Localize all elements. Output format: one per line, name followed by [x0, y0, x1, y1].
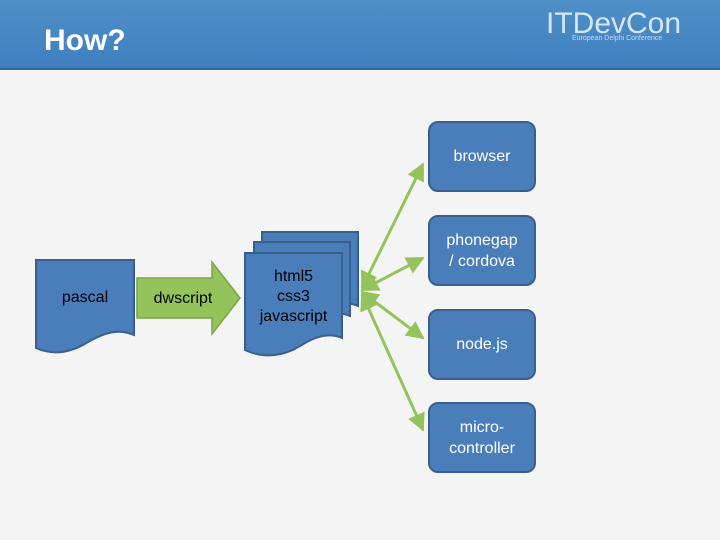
- dwscript-arrow-shape: [136, 259, 241, 337]
- target-nodejs: node.js: [428, 309, 536, 380]
- target-browser-label: browser: [453, 148, 511, 165]
- dwscript-label: dwscript: [153, 290, 213, 307]
- target-nodejs-label: node.js: [456, 336, 508, 353]
- arrow-to-microcontroller: [360, 292, 425, 432]
- target-phonegap-line-1: phonegap: [446, 231, 518, 249]
- itdevcon-logo: ITDevCon European Delphi Conference: [546, 8, 696, 48]
- target-browser: browser: [428, 121, 536, 192]
- web-doc-front: [244, 252, 343, 357]
- target-microcontroller: micro- controller: [428, 402, 536, 473]
- target-phonegap: phonegap / cordova: [428, 215, 536, 286]
- web-stack-line-html5: html5: [273, 268, 314, 285]
- web-stack-line-javascript: javascript: [259, 308, 328, 325]
- target-phonegap-line-2: / cordova: [449, 252, 515, 270]
- arrow-to-browser: [360, 162, 425, 290]
- target-microcontroller-line-2: controller: [449, 439, 515, 457]
- slide-header: How? ITDevCon European Delphi Conference: [0, 0, 720, 70]
- slide-title: How?: [44, 24, 126, 57]
- logo-wordmark: ITDevCon: [546, 7, 682, 40]
- pascal-document-shape: [35, 259, 135, 354]
- pascal-label: pascal: [61, 289, 109, 306]
- web-stack-line-css3: css3: [277, 288, 310, 305]
- web-stack-label: html5 css3 javascript: [245, 262, 342, 332]
- arrow-to-phonegap: [360, 256, 425, 292]
- logo-tagline: European Delphi Conference: [572, 35, 663, 42]
- target-microcontroller-line-1: micro-: [459, 418, 505, 436]
